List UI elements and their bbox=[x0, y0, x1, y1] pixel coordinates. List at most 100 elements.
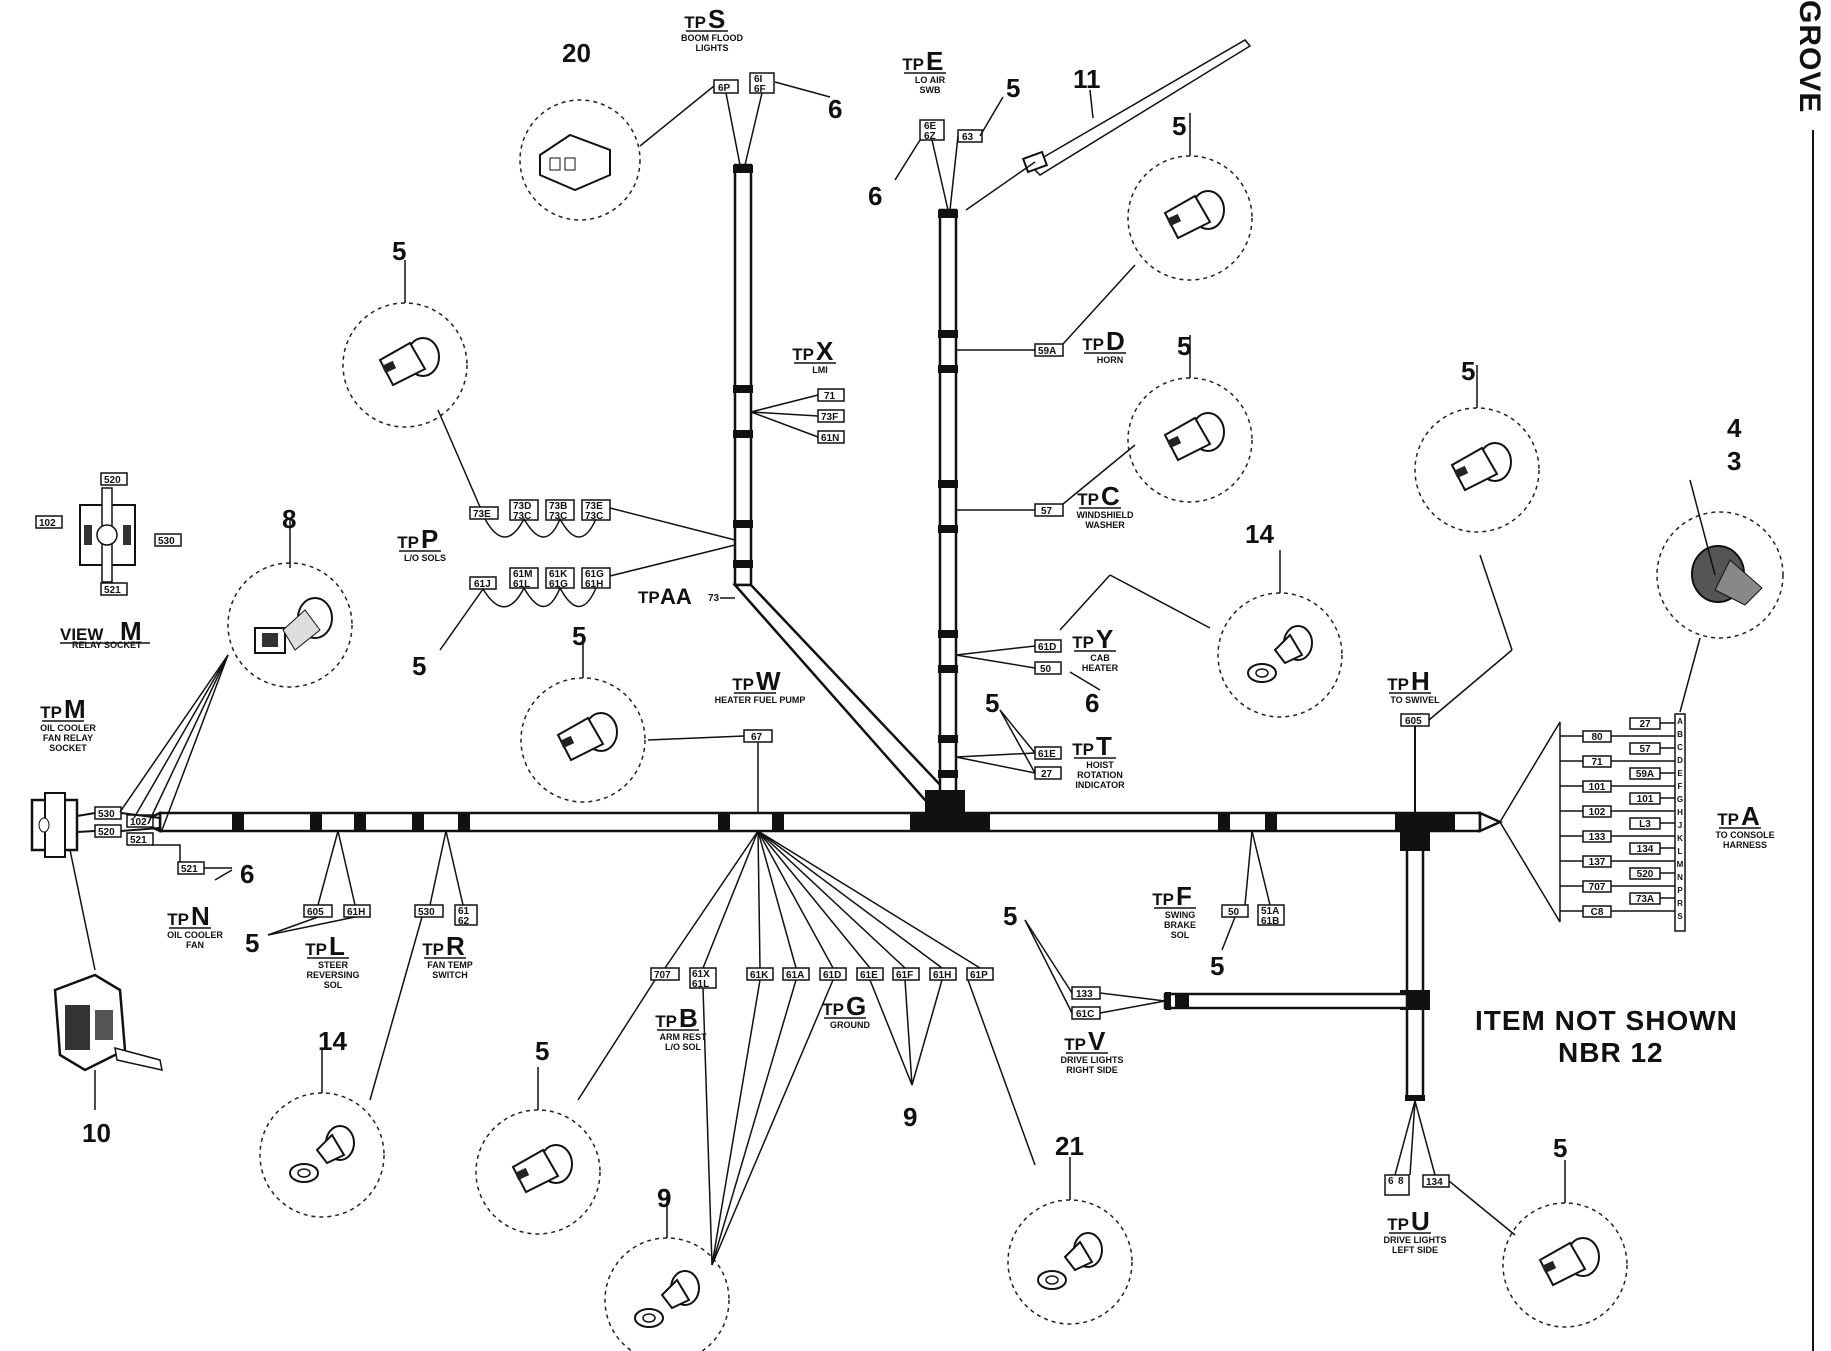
band bbox=[1400, 831, 1430, 851]
wire bbox=[445, 830, 464, 906]
wire bbox=[1244, 830, 1253, 906]
wire-tag: 521 bbox=[104, 585, 121, 596]
wire-tag: 6 bbox=[1388, 1176, 1394, 1187]
leader bbox=[965, 161, 1036, 211]
wire-tag: 73D bbox=[513, 501, 531, 512]
pin-letter: P bbox=[1677, 886, 1683, 895]
callout-number: 5 bbox=[245, 928, 259, 958]
callout-number: 6 bbox=[240, 859, 254, 889]
wire-tag: 530 bbox=[158, 536, 175, 547]
leader bbox=[711, 979, 834, 1266]
wire bbox=[949, 135, 959, 211]
pin-letter: A bbox=[1677, 717, 1683, 726]
leader bbox=[647, 735, 745, 741]
callout-number: 5 bbox=[1210, 951, 1224, 981]
wire-tag: 133 bbox=[1076, 989, 1093, 1000]
branch-s-x bbox=[732, 163, 948, 802]
tp-prefix: TP bbox=[732, 675, 754, 694]
band bbox=[925, 790, 965, 813]
tp-description: WINDSHIELD bbox=[1077, 510, 1134, 520]
callout-number: 6 bbox=[868, 181, 882, 211]
band bbox=[938, 735, 958, 743]
wire bbox=[664, 830, 759, 969]
tp-prefix: TP bbox=[822, 1000, 844, 1019]
tp-description: LEFT SIDE bbox=[1392, 1245, 1438, 1255]
leader bbox=[999, 709, 1036, 774]
leader bbox=[577, 979, 656, 1101]
wire-tag: 67 bbox=[751, 732, 763, 743]
callout-number: 5 bbox=[1006, 73, 1020, 103]
tp-prefix: TP bbox=[40, 703, 62, 722]
tp-description: RIGHT SIDE bbox=[1066, 1065, 1118, 1075]
callout-number: 10 bbox=[82, 1118, 111, 1148]
wire-tag: 61D bbox=[823, 970, 841, 981]
wire bbox=[757, 830, 981, 969]
wire-tag: 51A bbox=[1261, 906, 1279, 917]
leader bbox=[774, 81, 831, 98]
wire-tag: L3 bbox=[1639, 819, 1651, 830]
tp-description: FAN TEMP bbox=[427, 960, 473, 970]
wire bbox=[482, 586, 597, 608]
view-m-relay-socket: 520 102 530 521 VIEW M RELAY SOCKET bbox=[35, 472, 182, 650]
tp-letter: G bbox=[846, 991, 866, 1021]
wire-tag: 50 bbox=[1040, 664, 1052, 675]
tp-description: L/O SOLS bbox=[404, 553, 446, 563]
leader bbox=[161, 654, 229, 831]
wire-tag: 73B bbox=[549, 501, 567, 512]
tp-description: DRIVE LIGHTS bbox=[1383, 1235, 1446, 1245]
wire-tag: 530 bbox=[418, 907, 435, 918]
leader bbox=[437, 409, 481, 508]
wire-tag: 59A bbox=[1038, 346, 1056, 357]
tp-description: SWB bbox=[920, 85, 941, 95]
band bbox=[1405, 1095, 1425, 1101]
tp-description: BRAKE bbox=[1164, 920, 1196, 930]
leader bbox=[869, 979, 913, 1086]
wire-tag: 521 bbox=[181, 864, 198, 875]
wire-tag: 73C bbox=[513, 511, 531, 522]
wire bbox=[120, 827, 161, 832]
wire-tag: 61C bbox=[1076, 1009, 1094, 1020]
wire bbox=[609, 507, 736, 541]
leader bbox=[1062, 264, 1136, 345]
band bbox=[938, 330, 958, 338]
wire-tag: 61G bbox=[549, 579, 568, 590]
band bbox=[938, 210, 958, 218]
wire-tag: 61B bbox=[1261, 916, 1279, 927]
leader bbox=[894, 139, 921, 181]
plug-icon bbox=[539, 133, 611, 192]
band bbox=[458, 812, 470, 832]
pin-letter: H bbox=[1677, 808, 1683, 817]
tp-letter: T bbox=[1096, 731, 1112, 761]
band bbox=[1265, 812, 1277, 832]
wire bbox=[757, 830, 871, 969]
tp-description: ARM REST bbox=[660, 1032, 708, 1042]
wire bbox=[757, 830, 797, 969]
callout-numbers: 20 6 6 5 11 5 5 5 5 8 14 5 5 4 3 6 5 5 6… bbox=[82, 38, 1742, 1213]
pin-letter: G bbox=[1677, 795, 1683, 804]
tp-prefix: TP bbox=[397, 533, 419, 552]
wire bbox=[76, 812, 96, 817]
leader bbox=[214, 869, 233, 881]
oil-cooler-fan-relay-socket bbox=[30, 792, 161, 971]
note-line-1: ITEM NOT SHOWN bbox=[1475, 1005, 1738, 1036]
callout-number: 5 bbox=[392, 236, 406, 266]
branch-harness-v bbox=[1163, 992, 1409, 1010]
tp-letter: M bbox=[64, 694, 86, 724]
leader bbox=[1479, 554, 1513, 651]
wire bbox=[609, 544, 736, 577]
wire-tag: 134 bbox=[1637, 844, 1654, 855]
relay-part-icon bbox=[53, 973, 163, 1110]
tp-prefix: TP bbox=[1077, 490, 1099, 509]
pin-letter: C bbox=[1677, 743, 1683, 752]
ring-terminal-icon bbox=[1037, 1232, 1103, 1290]
wire-tag: 61X bbox=[692, 969, 710, 980]
wire-tag: 6E bbox=[924, 121, 937, 132]
wire-tag: 27 bbox=[1041, 769, 1053, 780]
pin-letter: D bbox=[1677, 756, 1683, 765]
